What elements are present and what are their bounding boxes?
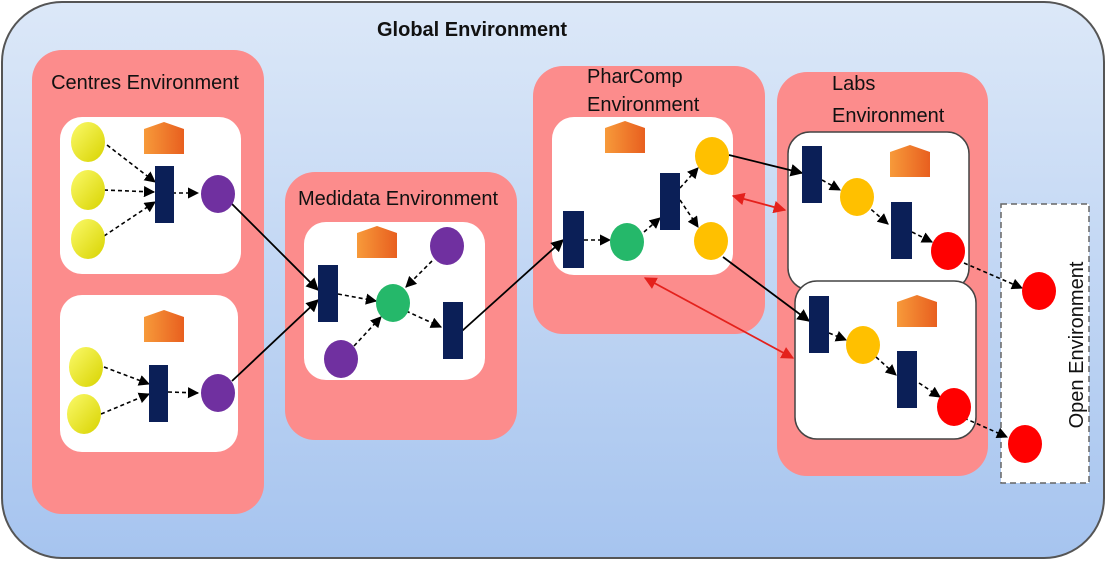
dashed-arrow: [963, 417, 1009, 439]
dashed-arrow: [100, 392, 151, 415]
dashed-arrow: [875, 356, 897, 376]
purple-agent: [430, 227, 464, 265]
artifacts: [149, 146, 917, 422]
dashed-arrow: [918, 382, 941, 398]
green-agent: [376, 284, 410, 322]
agents: [67, 122, 1056, 463]
orange-agent: [694, 222, 728, 260]
red-bidirectional-arrow: [643, 277, 795, 359]
dashed-arrow: [167, 387, 200, 399]
workspace-icon: [605, 121, 645, 153]
dashed-arrow: [103, 201, 156, 237]
dashed-arrow: [643, 217, 661, 233]
yellow-agent: [71, 219, 105, 259]
labs-environment-label-line2: Environment: [832, 105, 945, 127]
labs-environment-label-line1: Labs: [832, 73, 875, 95]
solid-arrow: [728, 154, 804, 177]
artifact: [155, 166, 174, 223]
artifact: [802, 146, 822, 203]
red-agent: [1022, 272, 1056, 310]
solid-arrow: [231, 299, 319, 382]
orange-agent: [695, 137, 729, 175]
workspace-icon: [144, 310, 184, 342]
dashed-arrow: [106, 144, 156, 183]
red-agent: [931, 232, 965, 270]
centres-environment-label: Centres Environment: [51, 72, 239, 94]
global-environment-title: Global Environment: [377, 19, 567, 41]
artifact: [660, 173, 680, 230]
red-bidirectional-arrow: [731, 192, 787, 214]
dashed-arrow: [865, 204, 889, 225]
dashed-arrow: [821, 179, 841, 191]
dashed-arrow: [963, 262, 1024, 290]
open-environment-label: Open Environment: [1066, 261, 1088, 428]
red-agent: [937, 388, 971, 426]
workspace-icon: [144, 122, 184, 154]
orange-agent: [840, 178, 874, 216]
pharcomp-workspace: [552, 117, 733, 275]
artifact: [318, 265, 338, 322]
dashed-arrow: [679, 167, 699, 189]
pharcomp-environment-label-line2: Environment: [587, 94, 700, 116]
orange-agent: [846, 326, 880, 364]
purple-agent: [324, 340, 358, 378]
yellow-agent: [71, 122, 105, 162]
purple-agent: [201, 374, 235, 412]
solid-arrow: [461, 239, 564, 332]
red-agent: [1008, 425, 1042, 463]
artifact: [891, 202, 912, 259]
artifact: [897, 351, 917, 408]
workspace-icon: [890, 145, 930, 177]
dashed-arrow: [911, 231, 934, 243]
artifact: [563, 211, 584, 268]
yellow-agent: [67, 394, 101, 434]
dashed-arrows: [100, 144, 1024, 439]
yellow-agent: [71, 170, 105, 210]
yellow-agent: [69, 347, 103, 387]
green-agent: [610, 223, 644, 261]
artifact: [809, 296, 829, 353]
solid-arrow: [231, 203, 319, 291]
workspace-icon: [357, 226, 397, 258]
workspace-icon: [897, 295, 937, 327]
pharcomp-environment-label-line1: PharComp: [587, 66, 683, 88]
dashed-arrow: [679, 199, 699, 228]
dashed-arrow: [103, 186, 156, 198]
purple-agent: [201, 175, 235, 213]
artifact: [443, 302, 463, 359]
dashed-arrow: [828, 330, 848, 342]
dashed-arrow: [103, 366, 151, 386]
red-links: [643, 192, 795, 359]
dashed-arrow: [405, 260, 433, 288]
artifact: [149, 365, 168, 422]
medidata-environment-label: Medidata Environment: [298, 188, 499, 210]
